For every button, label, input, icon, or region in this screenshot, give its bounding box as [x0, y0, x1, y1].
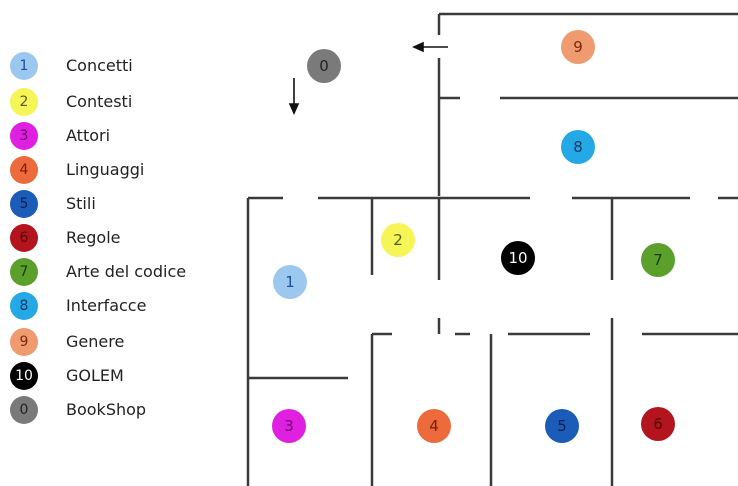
- room-marker-5: 5: [545, 409, 579, 443]
- room-number: 3: [284, 417, 294, 435]
- room-number: 9: [573, 38, 583, 56]
- room-number: 8: [573, 138, 583, 156]
- arrow-down-head: [288, 103, 300, 115]
- legend-label: BookShop: [66, 400, 147, 419]
- legend-marker: 6: [10, 224, 38, 252]
- legend-marker: 5: [10, 190, 38, 218]
- room-number: 0: [319, 57, 329, 75]
- room-circle: [641, 243, 675, 277]
- legend-marker: 1: [10, 52, 38, 80]
- room-circle: [641, 407, 675, 441]
- arrow-left-head: [412, 41, 424, 53]
- legend-marker: 2: [10, 88, 38, 116]
- room-marker-6: 6: [641, 407, 675, 441]
- legend-marker: 4: [10, 156, 38, 184]
- legend-label: Interfacce: [66, 296, 147, 315]
- arrows: [288, 41, 448, 115]
- room-marker-3: 3: [272, 409, 306, 443]
- room-marker-8: 8: [561, 130, 595, 164]
- room-circle: [381, 223, 415, 257]
- room-circle: [272, 409, 306, 443]
- legend-label: Stili: [66, 194, 96, 213]
- legend-label: Arte del codice: [66, 262, 187, 281]
- room-number: 2: [393, 231, 403, 249]
- walls: [246, 12, 738, 486]
- legend-label: Contesti: [66, 92, 133, 111]
- legend-label: Linguaggi: [66, 160, 145, 179]
- legend-marker: 10: [10, 362, 38, 390]
- room-marker-7: 7: [641, 243, 675, 277]
- room-markers: 0 9 8 2 10 7 1 3 4 5 6: [272, 30, 675, 443]
- room-circle: [561, 30, 595, 64]
- legend-label: Regole: [66, 228, 121, 247]
- legend-label: GOLEM: [66, 366, 124, 385]
- legend-label: Genere: [66, 332, 125, 351]
- room-circle: [545, 409, 579, 443]
- legend-label: Attori: [66, 126, 111, 145]
- room-number: 4: [429, 417, 439, 435]
- legend-marker: 3: [10, 122, 38, 150]
- room-number: 5: [557, 417, 567, 435]
- legend-marker: 9: [10, 328, 38, 356]
- room-marker-2: 2: [381, 223, 415, 257]
- room-number: 10: [508, 249, 527, 267]
- room-circle: [561, 130, 595, 164]
- room-number: 7: [653, 251, 663, 269]
- room-marker-1: 1: [273, 265, 307, 299]
- room-marker-4: 4: [417, 409, 451, 443]
- room-marker-10: 10: [501, 241, 535, 275]
- room-circle: [501, 241, 535, 275]
- legend-label: Concetti: [66, 56, 133, 75]
- room-number: 1: [285, 273, 295, 291]
- legend-marker: 7: [10, 258, 38, 286]
- room-circle: [273, 265, 307, 299]
- room-marker-9: 9: [561, 30, 595, 64]
- room-number: 6: [653, 415, 663, 433]
- legend-marker: 8: [10, 292, 38, 320]
- legend-marker: 0: [10, 396, 38, 424]
- room-circle: [307, 49, 341, 83]
- room-circle: [417, 409, 451, 443]
- room-marker-0: 0: [307, 49, 341, 83]
